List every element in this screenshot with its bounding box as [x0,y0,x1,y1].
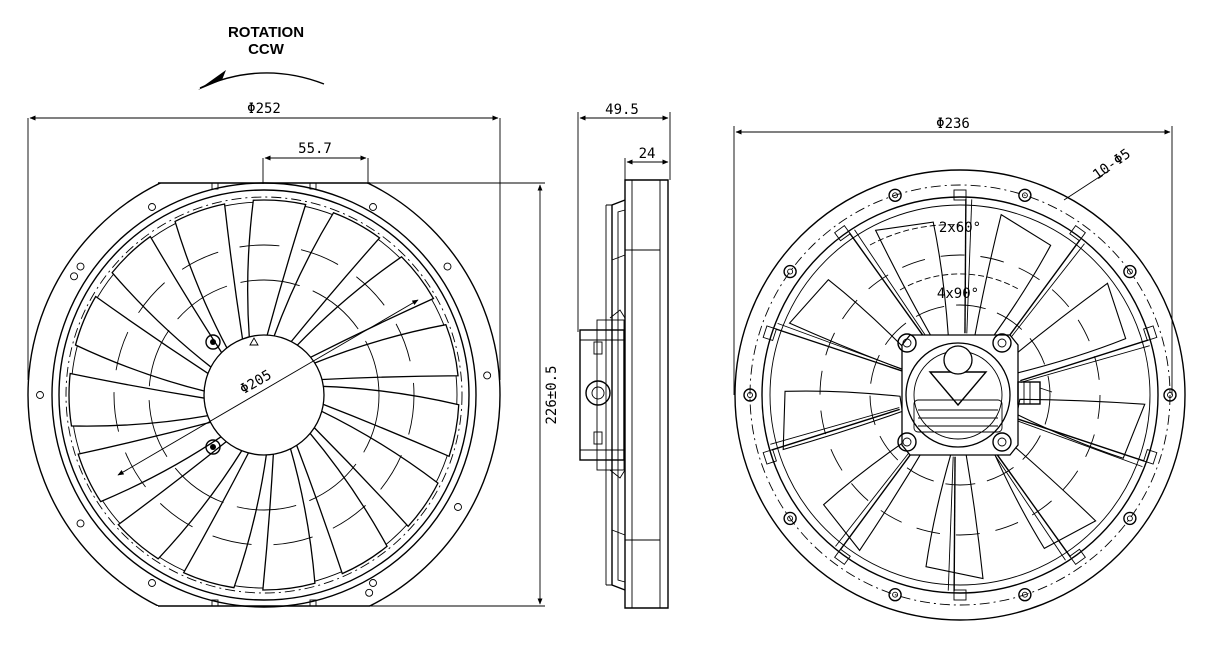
mounting-hole [443,262,452,271]
dim-total-depth: 49.5 [605,102,639,118]
dim-holes: 10-Φ5 [1090,146,1134,183]
guard-spoke [849,232,929,343]
dim-mount-diameter: Φ236 [936,116,970,132]
mounting-hole [1018,188,1032,202]
mounting-hole [1163,388,1177,402]
guard-spoke [999,239,1081,349]
guard-spoke [953,456,956,591]
clip-tab [762,325,777,342]
dim-outer-diameter: Φ252 [247,101,281,117]
clip-tab [1143,448,1158,465]
clip-tab [762,448,777,465]
fan-blade [1007,282,1127,374]
mounting-hole [76,262,85,271]
clip-tab [834,548,851,566]
dim-notch-width: 55.7 [298,141,332,157]
fan-blade [782,390,903,451]
fan-blade [788,278,914,372]
mounting-hole [783,511,797,526]
dim-angle-a: 2x60° [939,220,981,236]
mounting-hole [36,391,44,399]
guard-spoke [835,440,919,547]
dim-frame-depth: 24 [639,146,656,162]
clip-tab [1069,224,1086,242]
clip-tab [1069,548,1086,566]
mounting-hole [76,519,85,528]
fan-blade [1016,398,1146,459]
guard-spoke [964,199,967,334]
fan-blade [990,436,1097,550]
dim-angle-b: 4x90° [937,286,979,302]
guard-spoke [854,229,930,342]
side-view: 49.5 24 [577,102,671,609]
mounting-hole [1123,511,1137,526]
mounting-hole [483,371,492,380]
guard-spoke [966,199,973,334]
guard-spoke [771,408,900,451]
guard-spoke [947,456,954,591]
mounting-hole [148,579,156,587]
mounting-hole [1123,264,1137,279]
mounting-hole [783,264,797,279]
dim-height: 226±0.5 [544,365,560,424]
guard-spoke [1017,418,1145,462]
fan-blade [262,446,316,591]
mounting-hole [70,272,78,281]
mounting-hole [888,188,902,202]
guard-spoke [770,407,900,445]
guard-spoke [777,322,904,370]
rear-view: Φ236 2x60° 4x90° 10-Φ5 [733,116,1186,621]
front-mounting-holes [36,203,492,597]
mounting-hole [369,579,377,587]
mounting-hole [365,588,374,597]
front-view: Φ252 55.7 226±0.5 [27,101,560,608]
guard-spoke [1020,339,1149,382]
fan-blade [974,213,1052,344]
fan-blade [874,221,949,342]
mounting-hole [369,203,377,211]
fan-blade [822,433,928,552]
clip-tab [834,224,851,242]
guard-spoke [991,447,1071,558]
rotation-text: ROTATION [228,24,304,41]
guard-spoke [1016,420,1143,468]
guard-spoke [1020,345,1150,383]
rotation-arrowhead-icon [198,70,226,90]
rotation-label: ROTATION CCW [198,24,325,90]
guard-spoke [839,441,921,551]
guard-spoke [775,328,903,372]
rear-mounting-holes [743,188,1177,602]
front-hub [203,334,325,456]
guard-spoke [1001,243,1085,350]
mounting-hole [148,203,156,211]
mounting-hole [888,588,902,602]
clip-tab [953,189,967,201]
rear-spokes [770,199,1150,591]
mounting-hole [743,388,757,402]
clip-tab [1143,325,1158,342]
mounting-hole [1018,588,1032,602]
clip-tab [953,589,967,601]
guard-spoke [990,448,1066,561]
mounting-hole [454,503,462,511]
rotation-direction: CCW [248,41,285,58]
